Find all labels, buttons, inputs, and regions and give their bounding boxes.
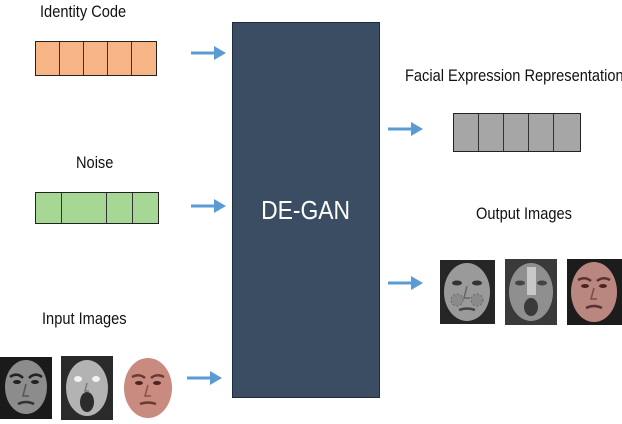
face-image-icon [567,259,622,325]
face-image-icon [505,259,557,325]
face-image-icon [0,357,52,419]
output-images-label: Output Images [476,204,572,223]
face-image-icon [121,357,175,420]
identity-code-vector [35,41,157,76]
de-gan-model-box: DE-GAN [232,22,380,398]
arrow-right-icon [388,122,423,136]
identity-code-label: Identity Code [40,2,127,21]
face-image-icon [440,260,495,324]
expression-representation-vector [453,113,581,152]
arrow-right-icon [191,199,226,213]
expression-representation-label: Facial Expression Representation [405,66,622,85]
noise-label: Noise [76,153,114,172]
face-image-icon [61,356,113,420]
noise-vector [35,192,159,224]
input-images-label: Input Images [42,309,127,328]
arrow-right-icon [191,46,226,60]
arrow-right-icon [388,276,423,290]
arrow-right-icon [187,371,222,385]
model-name: DE-GAN [261,194,351,225]
